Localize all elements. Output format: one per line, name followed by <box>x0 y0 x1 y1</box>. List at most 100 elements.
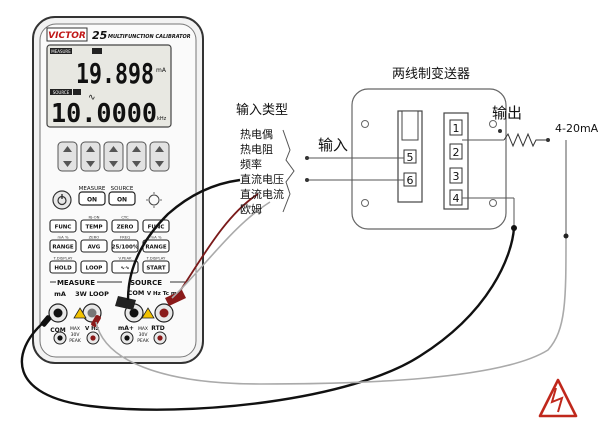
mount-hole-bl <box>361 199 369 207</box>
terminal-4-label: 4 <box>453 192 460 205</box>
output-right-node <box>563 233 569 239</box>
max-volt-label-right: 30V <box>139 332 149 338</box>
function-button-label: TEMP <box>85 225 102 231</box>
arrow-key-4[interactable] <box>126 141 147 172</box>
model-number: 25 <box>92 29 108 42</box>
terminal-4[interactable]: 4 <box>449 189 463 206</box>
output-dot <box>498 129 502 133</box>
terminal-6[interactable]: 6 <box>403 172 417 187</box>
function-button-secondary: CYC <box>121 215 129 220</box>
mount-hole-tl <box>361 120 369 128</box>
backlight-button[interactable] <box>146 192 162 208</box>
arrow-key-1[interactable] <box>57 141 78 172</box>
function-button-secondary: RJ-ON <box>89 215 100 220</box>
function-button-2[interactable]: TEMP RJ-ON <box>80 215 108 233</box>
wire-gray-source <box>171 201 271 299</box>
meter-subtitle: MULTIFUNCTION CALIBRATOR <box>108 34 191 40</box>
wire-red-source <box>177 193 259 295</box>
function-button-label: AVG <box>88 245 101 251</box>
peak-label: PEAK <box>69 338 82 344</box>
terminal-2[interactable]: 2 <box>449 143 463 160</box>
brand-logo-box <box>46 27 88 42</box>
lcd-screen <box>46 44 172 128</box>
source-on-label: ON <box>117 197 127 204</box>
input-type-item: 热电阻 <box>240 143 273 156</box>
function-button-1[interactable]: FUNC <box>49 219 77 233</box>
wave-indicator: ∿ <box>88 93 96 103</box>
terminal-1[interactable]: 1 <box>449 119 463 136</box>
jack-ma-plus[interactable] <box>120 331 134 345</box>
measure-section-label: MEASURE <box>57 279 95 287</box>
function-button-label: 25/100% <box>112 245 139 251</box>
input-dot-5 <box>305 156 309 160</box>
mount-hole-br <box>489 199 497 207</box>
arrow-key-5[interactable] <box>149 141 170 172</box>
function-button-7[interactable]: 25/100%FREQ <box>111 235 139 253</box>
peak-label-right: PEAK <box>137 338 150 344</box>
wire-gray-measure <box>95 235 567 385</box>
measure-on-label: ON <box>87 197 97 204</box>
terminal-5[interactable]: 5 <box>403 149 417 164</box>
function-button-5[interactable]: RANGE mA % <box>49 235 77 253</box>
jack-vhz-label: V Hz Tc mA- <box>147 291 183 297</box>
max-volt-label: 30V <box>71 332 81 338</box>
arrow-key-3[interactable] <box>103 141 124 172</box>
jack-rtd[interactable] <box>153 331 167 345</box>
source-on-button[interactable]: ON <box>108 191 136 206</box>
return-node <box>511 225 517 231</box>
output-range-label: 4-20mA <box>555 122 599 135</box>
terminal-2-label: 2 <box>453 146 460 159</box>
input-types: 输入类型 热电偶 热电阻 频率 直流电压 直流电流 欧姆 输入 <box>236 102 348 216</box>
jack-com-sub-label: COM <box>50 327 66 334</box>
wire-black-measure <box>20 227 516 411</box>
function-button-label: START <box>146 266 166 272</box>
input-type-item: 频率 <box>240 157 262 171</box>
jack-ma[interactable] <box>48 303 68 323</box>
function-button-secondary: mA % <box>150 235 162 240</box>
function-button-label: ZERO <box>117 225 134 231</box>
function-button-label: RANGE <box>52 245 74 251</box>
arrow-keys[interactable] <box>57 141 170 172</box>
measure-button-label: MEASURE <box>79 186 106 192</box>
function-button-label: RANGE <box>145 245 167 251</box>
source-tag <box>50 89 72 95</box>
input-dot-6 <box>305 178 309 182</box>
arrow-key-2[interactable] <box>80 141 101 172</box>
measure-on-button[interactable]: ON <box>78 191 106 206</box>
input-type-item: 直流电压 <box>240 172 284 186</box>
function-button-secondary: mA % <box>57 235 69 240</box>
lcd-mode-indicator <box>73 89 81 95</box>
mount-hole-tr <box>489 120 497 128</box>
function-button-10[interactable]: LOOP <box>80 260 108 274</box>
terminal-3-label: 3 <box>453 170 460 183</box>
unit-bottom: kHz <box>157 116 167 122</box>
brand-logo: VICTOR <box>48 31 86 41</box>
jack-com-label: COM <box>128 289 145 297</box>
output-label: 输出 <box>492 104 522 122</box>
function-button-3[interactable]: ZERO CYC <box>111 215 139 233</box>
function-button-label: ∿∿ <box>120 266 130 272</box>
reading-top: 19.898 <box>76 57 154 90</box>
selector-bracket <box>282 129 295 213</box>
warning-icon <box>73 307 87 319</box>
probe-red-plug <box>165 290 186 306</box>
input-types-heading: 输入类型 <box>236 102 288 118</box>
power-button[interactable] <box>52 190 72 210</box>
jack-rtd-label: RTD <box>151 325 164 332</box>
resistor <box>503 132 548 148</box>
function-button-secondary: T.DISPLAY <box>146 256 166 261</box>
function-button-12[interactable]: START T.DISPLAY <box>142 256 170 274</box>
probe-red-tip <box>91 315 101 327</box>
terminal-3[interactable]: 3 <box>449 167 463 184</box>
jack-source-vhz[interactable] <box>154 303 174 323</box>
warning-icon-right <box>141 307 155 319</box>
measure-tag <box>50 48 72 54</box>
jack-vhz-bottom[interactable] <box>86 331 100 345</box>
jack-3w-label: 3W LOOP <box>75 290 109 298</box>
jack-ma-bottom[interactable] <box>53 331 67 345</box>
jack-ma-plus-label: mA+ <box>118 325 134 332</box>
